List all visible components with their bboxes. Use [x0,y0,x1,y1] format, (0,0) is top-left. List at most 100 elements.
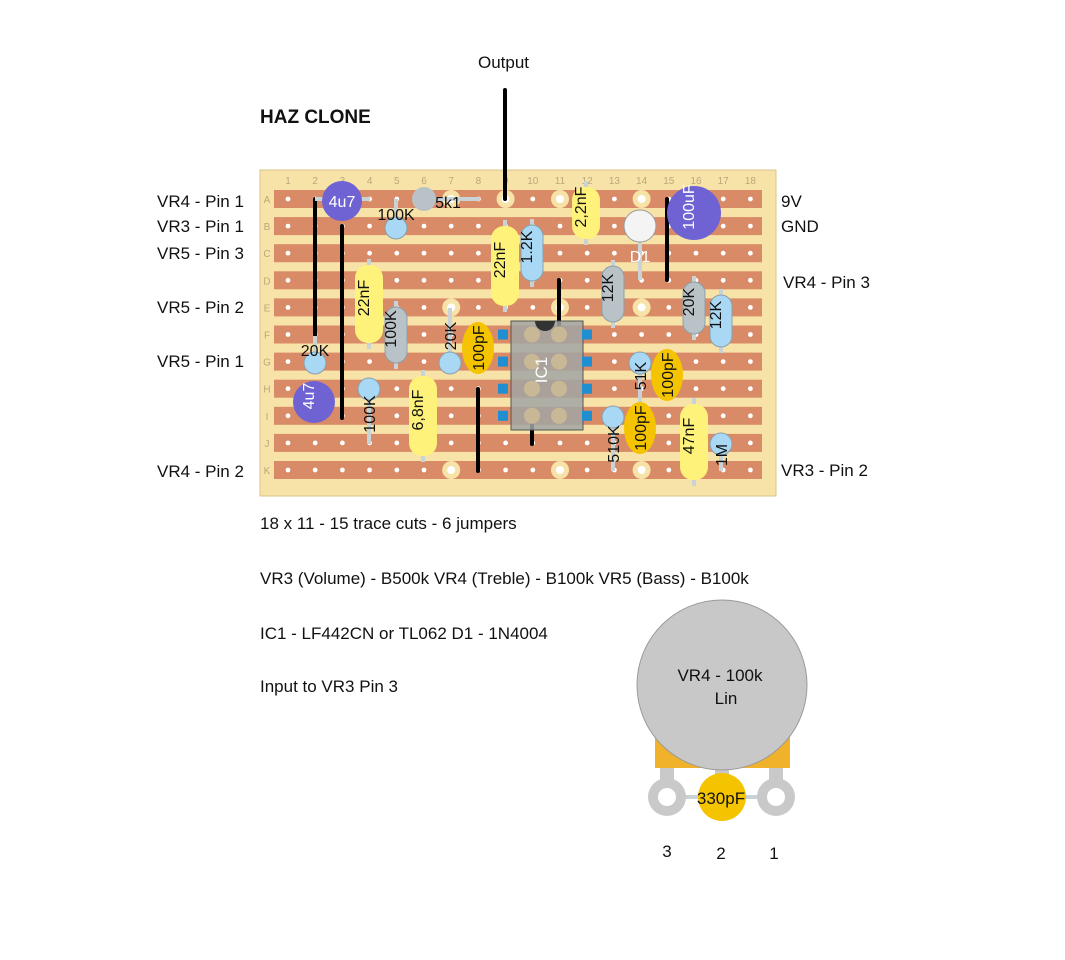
strip-hole [748,223,753,229]
electrolytic-cap-4u7-top [322,181,362,221]
strip-hole [584,277,590,283]
strip-hole [639,332,644,337]
column-number: 6 [421,176,427,187]
strip-hole [612,359,617,364]
label-vr3-pin2: VR3 - Pin 2 [781,461,868,480]
strip-hole [557,440,563,446]
capacitor-100pf-a-label: 100pF [471,325,488,371]
strip-hole [394,386,400,392]
strip-hole [421,223,427,229]
column-number: 8 [476,176,482,187]
strip-hole [285,467,291,473]
resistor-100k-bottom-label: 100K [362,395,379,433]
pot-label-line2: Lin [715,689,738,708]
resistor-100k-left-label: 100K [383,310,400,348]
capacitor-22nf-left [355,265,383,343]
strip-hole [720,359,726,364]
strip-hole [584,440,590,446]
trace-cut-hole [556,466,564,474]
strip-hole [285,332,291,337]
trace-cut-hole [637,303,646,312]
strip-hole [421,250,427,256]
ic1-pad [551,380,567,397]
capacitor-22nf-mid-label: 22nF [492,242,509,279]
diode-d1 [623,209,657,243]
capacitor-2n2 [572,187,600,239]
ic1-label: IC1 [532,357,551,383]
resistor-5k1-label: 5k1 [435,195,461,212]
resistor-body [628,351,652,375]
label-vr4-pin2: VR4 - Pin 2 [157,462,244,481]
resistor-12k-right [709,294,733,348]
strip-hole [448,413,454,419]
strip-hole [748,386,753,392]
capacitor-47nf-label: 47nF [681,418,698,455]
resistor-body [438,351,462,375]
strip-hole [312,467,318,473]
strip-hole [612,223,617,229]
ic1-pin [582,356,592,367]
strip-hole [748,277,753,283]
strip-hole [367,359,372,364]
label-vr4-pin1: VR4 - Pin 1 [157,192,244,211]
trace-cut-hole [556,195,564,203]
strip-hole [367,250,372,256]
strip-hole [421,305,427,310]
strip-hole [557,223,563,229]
label-vr4-pin3: VR4 - Pin 3 [783,273,870,292]
resistor-510k-label: 510K [606,425,623,463]
capacitor-100pf-c [624,402,656,454]
strip-hole [285,223,291,229]
strip-hole [285,359,291,364]
column-number: 10 [527,176,539,187]
ic1-pin [498,410,508,421]
label-vr5-pin2: VR5 - Pin 2 [157,298,244,317]
ic1-notch [535,321,555,331]
capacitor-100pf-c-label: 100pF [633,405,650,451]
column-number: 15 [663,176,675,187]
capacitor-22nf-mid [491,226,519,306]
strip-hole [340,467,345,473]
strip-hole [476,277,481,283]
strip-hole [285,413,291,419]
strip-hole [421,359,427,364]
output-label: Output [478,53,530,72]
resistor-1k2 [520,224,544,282]
ic1-pad [524,407,540,424]
pot-shaft [636,599,808,771]
resistor-body [601,405,625,429]
strip-hole [720,250,726,256]
row-letter: E [264,303,271,314]
column-number: 4 [367,176,373,187]
strip-hole [476,305,481,310]
row-letter: K [264,466,271,477]
row-letter: B [264,222,271,233]
strip-hole [476,250,481,256]
ic1-pad [524,326,540,343]
note-pots: VR3 (Volume) - B500k VR4 (Treble) - B100… [260,569,749,588]
strip-hole [285,196,291,202]
capacitor-6n8 [409,376,437,456]
strip-hole [394,413,400,419]
strip-hole [285,277,291,283]
strip-hole [421,277,427,283]
row-letter: C [263,249,270,260]
resistor-51k-label: 51K [633,361,650,390]
resistor-20k-left-label: 20K [301,343,330,360]
capacitor-100pf-b-label: 100pF [660,352,677,398]
strip-hole [612,250,617,256]
strip-hole [720,277,726,283]
layout-title: HAZ CLONE [260,107,371,128]
resistor-100k-top-label: 100K [377,207,415,224]
trace-cut-hole [637,466,646,474]
pot-pin-1-hole [767,788,785,806]
strip-hole [448,386,454,392]
strip-hole [448,277,454,283]
resistor-20k-right [682,281,706,335]
trace-cut-hole [447,466,456,474]
capacitor-47nf [680,404,708,480]
resistor-5k1 [412,187,436,211]
strip-hole [612,332,617,337]
strip-hole [394,250,400,256]
